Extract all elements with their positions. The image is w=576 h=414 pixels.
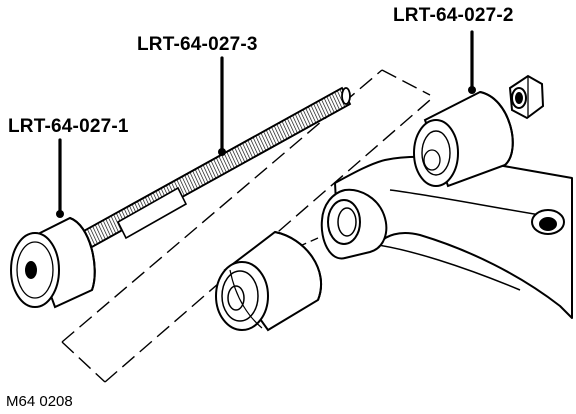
leader-dots (56, 86, 476, 218)
tool-cup-2 (413, 90, 514, 188)
label-tool-2: LRT-64-027-2 (393, 5, 514, 26)
leader-lines (58, 30, 474, 214)
figure-id: M64 0208 (6, 393, 73, 410)
bush-sleeve (215, 230, 323, 332)
label-tool-1: LRT-64-027-1 (8, 116, 129, 137)
label-tool-3: LRT-64-027-3 (137, 34, 258, 55)
rod-nut (508, 74, 545, 120)
threaded-rod (80, 86, 352, 250)
tool-cup-1 (10, 216, 96, 309)
arm-bush-eye (299, 188, 388, 260)
